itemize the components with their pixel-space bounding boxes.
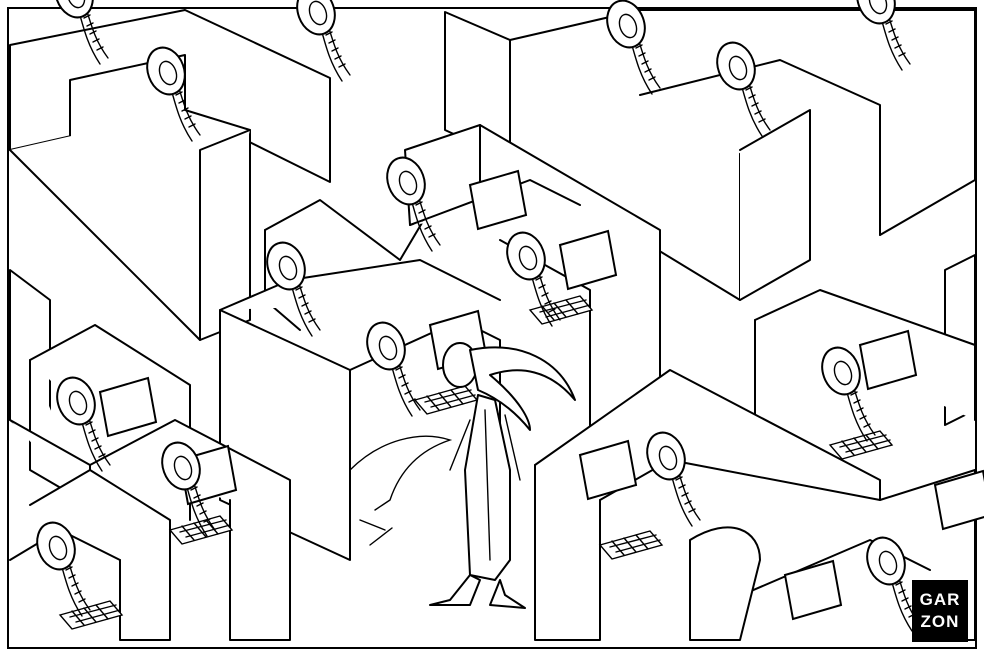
keyboard-icon (169, 515, 233, 545)
cubicle-top-left (9, 0, 351, 341)
signature-line-1: GAR (919, 590, 961, 609)
keyboard-icon (59, 600, 123, 630)
manager-figure (429, 342, 576, 609)
cubicle-left (9, 269, 291, 641)
keyboard-icon (829, 430, 893, 460)
artist-signature: GAR ZON (912, 580, 968, 642)
signature-line-2: ZON (920, 612, 960, 631)
cubicle-right (534, 254, 984, 641)
keyboard-icon (599, 530, 663, 560)
